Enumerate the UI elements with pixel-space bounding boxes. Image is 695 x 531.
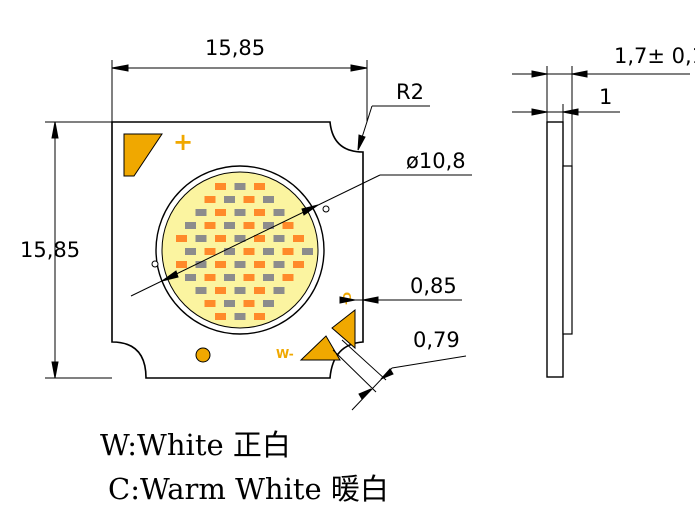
white-chip	[224, 274, 235, 281]
white-chip	[234, 235, 246, 242]
white-pad	[299, 335, 341, 361]
warm-white-chip	[204, 300, 216, 307]
warm-white-chip	[293, 261, 304, 268]
step-label: 1	[599, 85, 612, 109]
white-chip	[273, 261, 285, 268]
white-chip	[263, 196, 274, 203]
diameter-leader	[130, 174, 472, 297]
test-point	[195, 347, 211, 363]
warm-white-chip	[215, 235, 226, 242]
white-chip	[273, 235, 285, 242]
warm-white-chip	[176, 261, 187, 268]
legend-white: W:White 正白	[100, 428, 291, 462]
white-chip	[185, 274, 196, 281]
radius-leader	[357, 105, 430, 151]
white-chip	[224, 248, 235, 255]
white-chip	[195, 235, 207, 242]
warm-white-chip	[176, 235, 187, 242]
white-chip	[302, 248, 313, 255]
warm-white-chip	[254, 183, 265, 190]
warm-white-chip	[243, 248, 255, 255]
top-dimension-label: 15,85	[205, 36, 265, 60]
white-chip	[195, 261, 207, 268]
warm-white-chip	[254, 287, 265, 294]
warm-white-chip	[254, 209, 265, 216]
warm-white-chip	[243, 300, 255, 307]
warm-white-chip	[204, 274, 216, 281]
positive-pad	[123, 133, 163, 177]
warm-white-chip	[254, 261, 265, 268]
warm-white-chip	[282, 248, 294, 255]
step-dimension	[512, 104, 620, 122]
warm-white-chip	[254, 235, 265, 242]
white-chip	[224, 300, 235, 307]
legend-warm-white: C:Warm White 暖白	[108, 472, 389, 506]
white-chip	[273, 287, 285, 294]
white-label: W-	[276, 347, 294, 361]
pad-gap-dimension	[339, 296, 462, 304]
white-chip	[224, 196, 235, 203]
warm-white-chip	[254, 313, 265, 320]
warm-white-chip	[204, 248, 216, 255]
white-chip	[234, 183, 246, 190]
warm-white-chip	[215, 287, 226, 294]
warm-white-chip	[243, 222, 255, 229]
left-dimension-label: 15,85	[20, 238, 80, 262]
positive-label: +	[173, 128, 193, 156]
warm-white-chip	[293, 235, 304, 242]
white-chip	[263, 300, 274, 307]
warm-white-chip	[215, 209, 226, 216]
warm-white-pad	[331, 308, 356, 350]
pad-offset-label: 0,79	[413, 328, 460, 352]
white-chip	[263, 222, 274, 229]
pad-gap-label: 0,85	[410, 274, 457, 298]
warm-white-chip	[282, 274, 294, 281]
warm-white-chip	[204, 222, 216, 229]
white-chip	[234, 313, 246, 320]
alignment-hole-left	[151, 260, 159, 268]
white-chip	[273, 209, 285, 216]
white-chip	[263, 274, 274, 281]
radius-label: R2	[396, 80, 424, 104]
left-dimension	[45, 121, 112, 379]
alignment-hole-right	[322, 205, 330, 213]
warm-white-chip	[243, 196, 255, 203]
side-view-body	[546, 121, 564, 378]
warm-white-chip	[243, 274, 255, 281]
chip-array	[176, 183, 313, 320]
white-chip	[234, 287, 246, 294]
top-dimension	[111, 60, 368, 122]
thickness-label: 1,7± 0,1	[614, 44, 695, 68]
warm-white-chip	[215, 313, 226, 320]
white-chip	[234, 261, 246, 268]
white-chip	[263, 248, 274, 255]
pad-offset-dimension	[332, 339, 467, 411]
warm-white-chip	[204, 196, 216, 203]
side-view	[546, 121, 573, 378]
white-chip	[234, 209, 246, 216]
white-chip	[185, 248, 196, 255]
side-view-lens	[562, 165, 573, 335]
white-chip	[185, 222, 196, 229]
thickness-dimension	[512, 66, 690, 166]
warm-white-chip	[215, 183, 226, 190]
white-chip	[224, 222, 235, 229]
diameter-label: ø10,8	[406, 149, 466, 173]
warm-white-chip	[282, 222, 294, 229]
white-chip	[195, 209, 207, 216]
warm-white-chip	[215, 261, 226, 268]
white-chip	[195, 287, 207, 294]
